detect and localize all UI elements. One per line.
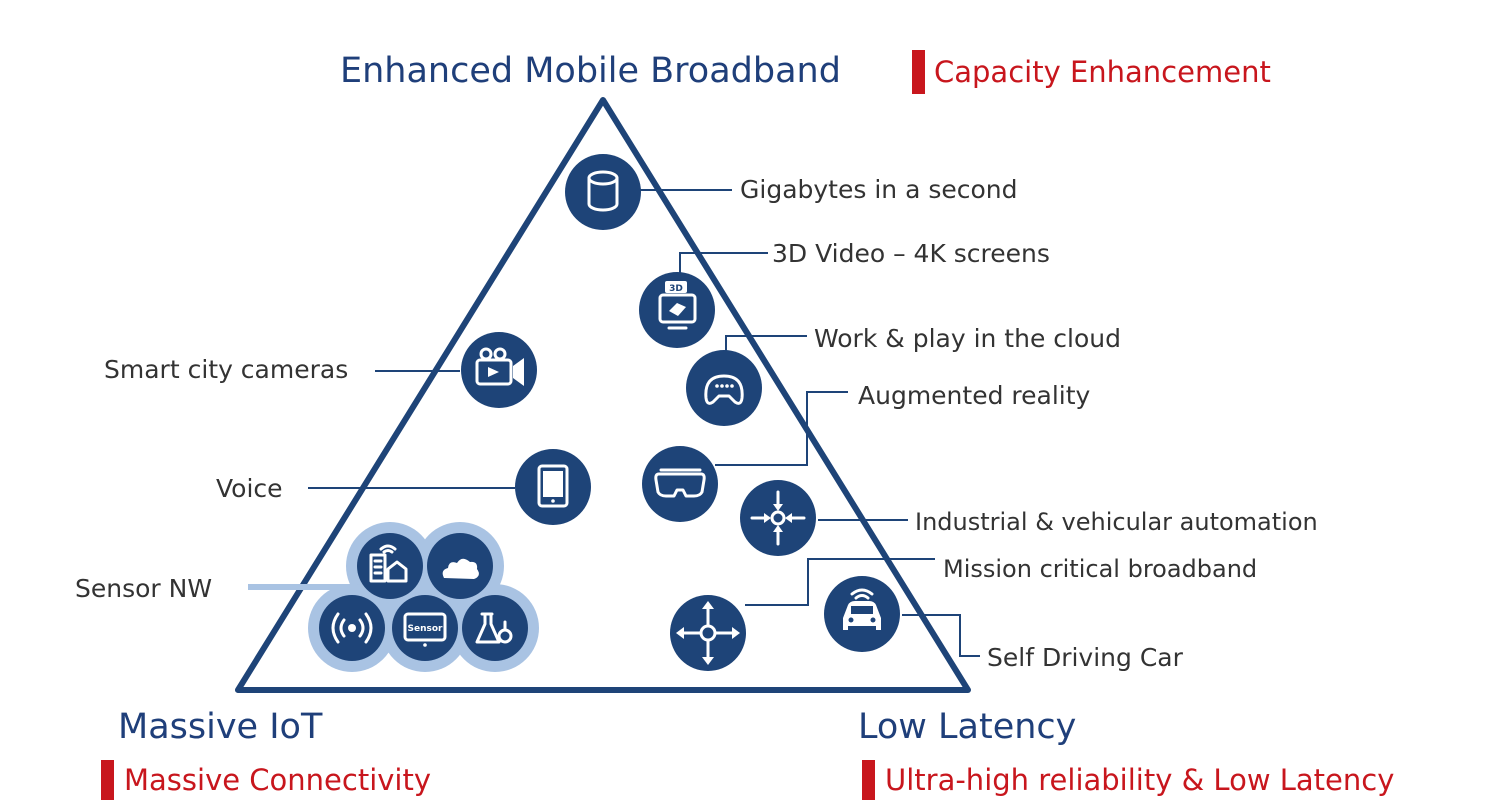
sensor-cluster-icon: Sensor <box>308 522 539 672</box>
leader-self-driving <box>902 614 980 657</box>
gamepad-icon <box>686 350 762 426</box>
video-camera-icon <box>461 332 537 408</box>
label-gigabytes: Gigabytes in a second <box>740 175 1018 204</box>
label-augmented-reality: Augmented reality <box>858 381 1091 410</box>
lab-flask-icon <box>462 595 528 661</box>
label-mission-critical: Mission critical broadband <box>943 555 1257 583</box>
signal-broadcast-icon <box>319 595 385 661</box>
label-3d-video: 3D Video – 4K screens <box>772 239 1050 268</box>
corner-subtitle-bottom-left: Massive Connectivity <box>124 763 431 797</box>
usage-triangle <box>235 97 971 693</box>
tablet-icon <box>515 449 591 525</box>
label-cloud-play: Work & play in the cloud <box>814 324 1121 353</box>
corner-subtitle-top: Capacity Enhancement <box>934 55 1271 89</box>
3d-screen-icon: 3D <box>639 272 715 348</box>
label-voice: Voice <box>216 474 283 503</box>
vr-headset-icon <box>642 446 718 522</box>
sensor-box-icon: Sensor <box>392 595 458 661</box>
accent-bar-bottom-left <box>101 760 114 800</box>
database-icon <box>565 154 641 230</box>
accent-bar-bottom-right <box>862 760 875 800</box>
corner-title-top: Enhanced Mobile Broadband <box>340 51 841 91</box>
sensor-box-text: Sensor <box>408 624 444 634</box>
corner-title-bottom-right: Low Latency <box>858 707 1076 747</box>
leader-mission-critical <box>745 558 935 606</box>
car-icon <box>824 576 900 652</box>
leader-augmented-reality <box>715 391 848 466</box>
corner-title-bottom-left: Massive IoT <box>118 707 323 747</box>
label-industrial: Industrial & vehicular automation <box>915 508 1318 536</box>
accent-bar-top <box>912 50 925 94</box>
label-smart-city: Smart city cameras <box>104 355 348 384</box>
converging-arrows-icon <box>740 480 816 556</box>
diverging-arrows-icon <box>670 595 746 671</box>
label-sensor-nw: Sensor NW <box>75 574 212 603</box>
label-self-driving: Self Driving Car <box>987 643 1184 672</box>
3d-badge-text: 3D <box>669 284 683 294</box>
corner-subtitle-bottom-right: Ultra-high reliability & Low Latency <box>885 763 1394 797</box>
smart-building-icon <box>357 533 423 599</box>
clouds-icon <box>427 533 493 599</box>
